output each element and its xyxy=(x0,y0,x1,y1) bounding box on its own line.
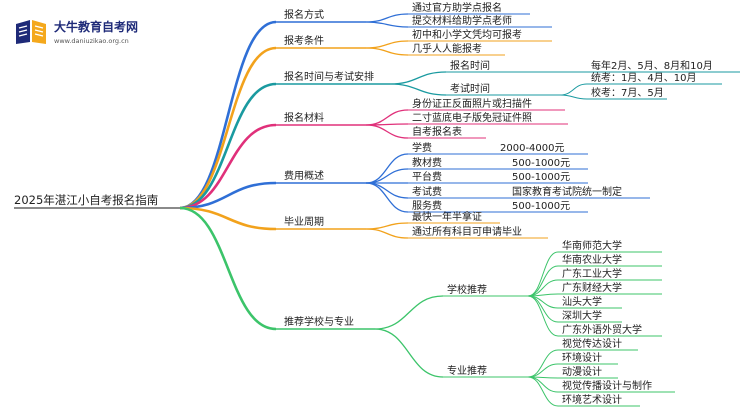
grandchild-node: 广东工业大学 xyxy=(562,267,622,280)
grandchild-node: 视觉传播设计与制作 xyxy=(562,379,652,392)
child-node: 几乎人人能报考 xyxy=(412,42,482,55)
branch-node: 毕业周期 xyxy=(284,215,324,228)
grandchild-node: 广东财经大学 xyxy=(562,281,622,294)
branch-connector xyxy=(179,20,277,210)
grandchild-connector xyxy=(527,376,559,393)
branch-connector xyxy=(179,181,277,210)
child-connector xyxy=(365,21,409,28)
grandchild-node: 环境设计 xyxy=(562,351,602,364)
grandchild-node: 动漫设计 xyxy=(562,365,602,378)
child-node: 通过所有科目可申请毕业 xyxy=(412,225,522,238)
grandchild-node: 华南农业大学 xyxy=(562,253,622,266)
child-node: 教材费 xyxy=(412,156,442,169)
branch-node: 报名方式 xyxy=(284,8,324,21)
child-value: 国家教育考试院统一制定 xyxy=(512,185,622,198)
branch-connector xyxy=(179,123,277,210)
branch-connector xyxy=(179,82,277,210)
grandchild-node: 华南师范大学 xyxy=(562,239,622,252)
child-node: 学费 xyxy=(412,141,432,154)
grandchild-connector xyxy=(527,376,559,407)
branch-connector xyxy=(179,206,277,231)
child-node: 服务费 xyxy=(412,199,442,212)
child-value: 500-1000元 xyxy=(512,201,570,212)
branch-node: 报名时间与考试安排 xyxy=(284,70,374,83)
grandchild-connector xyxy=(559,94,588,100)
grandchild-node: 环境艺术设计 xyxy=(562,393,622,406)
grandchild-connector xyxy=(527,251,559,297)
grandchild-connector xyxy=(527,363,559,378)
brand-logo: 大牛教育自考网 www.daniuzikao.org.cn xyxy=(14,14,144,50)
child-connector xyxy=(365,40,409,49)
branch-node: 报名材料 xyxy=(284,111,324,124)
brand-url: www.daniuzikao.org.cn xyxy=(54,37,129,45)
grandchild-connector xyxy=(527,349,559,378)
child-value: 500-1000元 xyxy=(512,158,570,169)
child-connector xyxy=(389,83,447,96)
child-node: 身份证正反面照片或扫描件 xyxy=(412,97,532,110)
grandchild-node: 统考：1月、4月、10月 xyxy=(591,71,696,84)
grandchild-node: 视觉传达设计 xyxy=(562,337,622,350)
branch-connector xyxy=(179,206,277,331)
child-connector xyxy=(365,153,409,184)
grandchild-node: 深圳大学 xyxy=(562,309,602,322)
branch-node: 报考条件 xyxy=(284,34,324,47)
grandchild-connector xyxy=(559,83,588,96)
child-connector xyxy=(389,71,447,85)
grandchild-node: 广东外语外贸大学 xyxy=(562,323,642,336)
child-node: 自考报名表 xyxy=(412,125,462,138)
child-node: 报名时间 xyxy=(450,59,490,72)
child-connector xyxy=(365,222,409,230)
child-node: 专业推荐 xyxy=(447,364,487,377)
grandchild-connector xyxy=(527,295,559,337)
brand-name: 大牛教育自考网 xyxy=(54,20,139,34)
grandchild-node: 校考：7月、5月 xyxy=(591,86,664,99)
child-connector xyxy=(374,328,444,378)
child-node: 初中和小学文凭均可报考 xyxy=(412,28,522,41)
child-node: 考试时间 xyxy=(450,82,490,95)
child-connector xyxy=(365,182,409,213)
child-connector xyxy=(365,182,409,199)
child-connector xyxy=(365,228,409,239)
root-node: 2025年湛江小自考报名指南 xyxy=(14,193,158,207)
child-node: 通过官方助学点报名 xyxy=(412,1,502,14)
grandchild-connector xyxy=(527,295,559,323)
child-node: 提交材料给助学点老师 xyxy=(412,14,512,27)
child-node: 二寸蓝底电子版免冠证件照 xyxy=(412,111,532,124)
child-value: 2000-4000元 xyxy=(500,143,565,154)
child-connector xyxy=(365,168,409,184)
child-connector xyxy=(365,109,409,126)
grandchild-connector xyxy=(527,265,559,297)
open-book-icon xyxy=(16,20,46,44)
grandchild-node: 每年2月、5月、8月和10月 xyxy=(591,59,713,72)
child-node: 最快一年半拿证 xyxy=(412,210,482,223)
child-connector xyxy=(365,124,409,139)
child-value: 500-1000元 xyxy=(512,172,570,183)
child-node: 平台费 xyxy=(412,170,442,183)
child-node: 学校推荐 xyxy=(447,283,487,296)
child-connector xyxy=(365,47,409,56)
branch-node: 推荐学校与专业 xyxy=(284,315,354,328)
child-node: 考试费 xyxy=(412,185,442,198)
child-connector xyxy=(374,295,444,330)
branch-node: 费用概述 xyxy=(284,169,324,182)
grandchild-node: 汕头大学 xyxy=(562,295,602,308)
child-connector xyxy=(365,13,409,23)
